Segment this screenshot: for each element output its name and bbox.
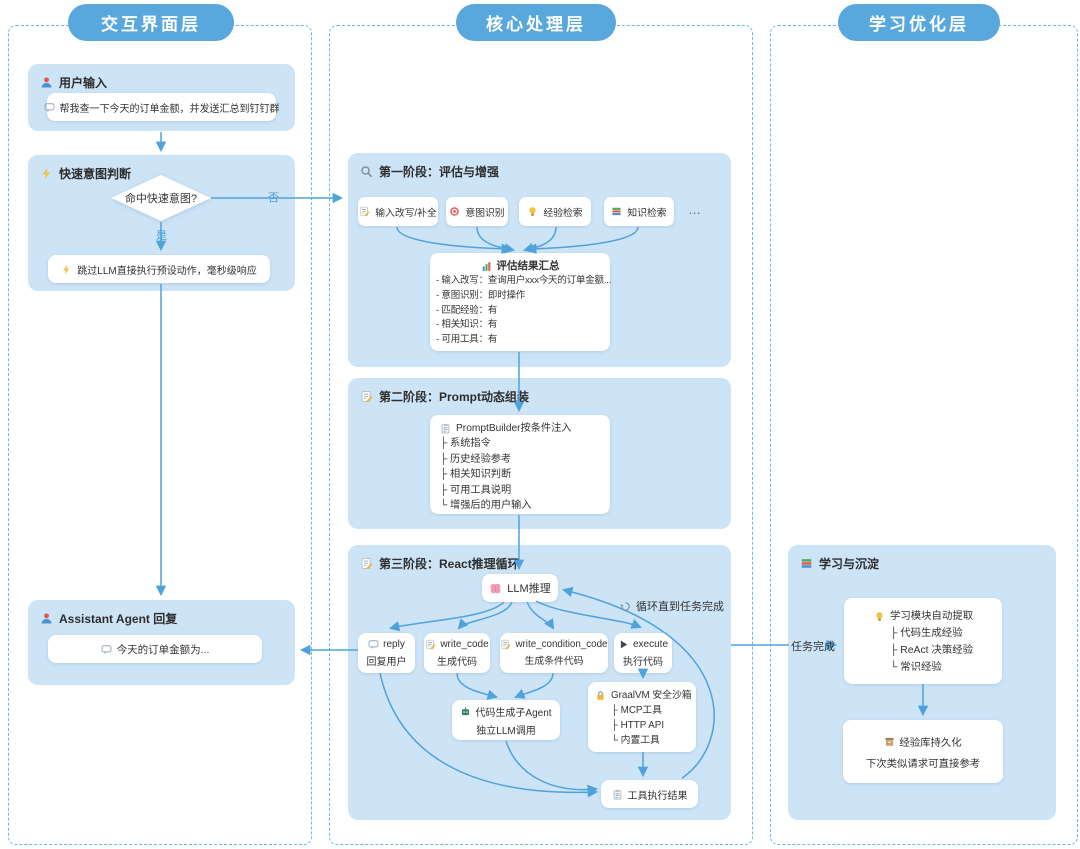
chip-knowledge-retrieval: 知识检索 xyxy=(604,197,674,226)
stage1-title: 第一阶段：评估与增强 xyxy=(360,163,499,180)
sandbox-title: GraalVM 安全沙箱 xyxy=(595,688,692,703)
tool-write-code-box: write_code 生成代码 xyxy=(424,633,490,673)
experience-persist-box: 经验库持久化 下次类似请求可直接参考 xyxy=(843,720,1003,783)
user-message-bubble: 帮我查一下今天的订单金额，并发送汇总到钉钉群 xyxy=(44,93,280,121)
books-icon xyxy=(611,206,622,217)
bulb-icon xyxy=(874,611,885,622)
summary-line: - 输入改写：查询用户xxx今天的订单金额... xyxy=(436,275,612,287)
builder-line: ├ 历史经验参考 xyxy=(440,453,512,465)
tool-result-box: 工具执行结果 xyxy=(601,780,698,808)
pen-icon xyxy=(360,390,373,403)
clipboard-icon xyxy=(612,789,623,800)
magnifier-icon xyxy=(360,165,373,178)
chip-intent-recognition: 意图识别 xyxy=(446,197,508,226)
subagent-line2: 独立LLM调用 xyxy=(476,725,536,737)
interaction-layer-container xyxy=(8,25,312,845)
llm-reasoning-box: LLM推理 xyxy=(482,574,558,602)
learning-extract-box: 学习模块自动提取 ├ 代码生成经验 ├ ReAct 决策经验 └ 常识经验 xyxy=(844,598,1002,684)
pen-icon xyxy=(360,557,373,570)
extract-line: └ 常识经验 xyxy=(890,662,942,673)
summary-line: - 可用工具：有 xyxy=(436,333,498,345)
prompt-builder-box: PromptBuilder按条件注入 ├ 系统指令 ├ 历史经验参考 ├ 相关知… xyxy=(430,415,610,514)
layer-title: 交互界面层 xyxy=(101,15,201,34)
summary-line: - 匹配经验：有 xyxy=(436,304,498,316)
branch-yes-label: 是 xyxy=(156,230,167,242)
chip-experience-retrieval: 经验检索 xyxy=(519,197,591,226)
sandbox-line: ├ HTTP API xyxy=(611,720,665,731)
robot-icon xyxy=(460,706,471,717)
sandbox-line: └ 内置工具 xyxy=(611,735,660,746)
play-icon xyxy=(618,639,629,650)
skip-llm-action-box: 跳过LLM直接执行预设动作，毫秒级响应 xyxy=(48,255,270,283)
more-chips-ellipsis: … xyxy=(688,202,701,217)
tool-reply-box: reply 回复用户 xyxy=(358,633,415,673)
branch-no-label: 否 xyxy=(268,192,279,204)
code-subagent-box: 代码生成子Agent 独立LLM调用 xyxy=(452,700,560,740)
tool-write-condition-code-box: write_condition_code 生成条件代码 xyxy=(500,633,608,673)
tool-desc: 生成条件代码 xyxy=(524,656,584,667)
archive-icon xyxy=(884,736,895,747)
quick-intent-decision: 命中快速意图? xyxy=(111,175,211,221)
task-done-label: 任务完成 xyxy=(791,641,835,653)
assistant-reply-title: Assistant Agent 回复 xyxy=(40,610,177,627)
user-input-title: 用户输入 xyxy=(40,74,107,91)
layer-title: 学习优化层 xyxy=(869,15,969,34)
builder-line: ├ 相关知识判断 xyxy=(440,469,512,481)
graalvm-sandbox-box: GraalVM 安全沙箱 ├ MCP工具 ├ HTTP API └ 内置工具 xyxy=(588,682,696,752)
books-icon xyxy=(800,557,813,570)
memo-icon xyxy=(359,206,370,217)
evaluation-summary-box: 评估结果汇总 - 输入改写：查询用户xxx今天的订单金额... - 意图识别：即… xyxy=(430,253,612,351)
stage2-title: 第二阶段：Prompt动态组装 xyxy=(360,388,529,405)
core-layer-pill: 核心处理层 xyxy=(456,4,616,41)
interaction-layer-pill: 交互界面层 xyxy=(68,4,234,41)
lightning-icon xyxy=(61,264,72,275)
extract-line: ├ 代码生成经验 xyxy=(890,628,963,639)
layer-title: 核心处理层 xyxy=(486,15,586,34)
assistant-message-bubble: 今天的订单金额为... xyxy=(48,635,262,663)
memo-icon xyxy=(425,639,436,650)
lock-icon xyxy=(595,690,606,701)
tool-desc: 回复用户 xyxy=(366,656,407,668)
builder-line: ├ 可用工具说明 xyxy=(440,484,512,496)
builder-line: ├ 系统指令 xyxy=(440,438,491,450)
summary-line: - 相关知识：有 xyxy=(436,319,498,331)
user-icon xyxy=(40,76,53,89)
extract-line: ├ ReAct 决策经验 xyxy=(890,645,973,656)
loop-until-done-label: 循环直到任务完成 xyxy=(620,598,724,614)
stage3-title: 第三阶段：React推理循环 xyxy=(360,555,520,572)
chat-icon xyxy=(101,644,112,655)
tool-execute-box: execute 执行代码 xyxy=(614,633,672,673)
persist-line2: 下次类似请求可直接参考 xyxy=(865,758,981,770)
memo-icon xyxy=(500,639,511,650)
user-icon xyxy=(40,612,53,625)
bulb-icon xyxy=(527,206,538,217)
chat-icon xyxy=(368,639,379,650)
lightning-icon xyxy=(40,167,53,180)
evaluation-summary-title: 评估结果汇总 xyxy=(436,259,604,274)
chart-icon xyxy=(481,261,492,272)
chat-icon xyxy=(44,102,55,113)
summary-line: - 意图识别：即时操作 xyxy=(436,290,526,301)
tool-desc: 生成代码 xyxy=(437,656,477,668)
clipboard-icon xyxy=(440,423,451,434)
builder-line: └ 增强后的用户输入 xyxy=(440,500,532,512)
prompt-builder-title: PromptBuilder按条件注入 xyxy=(440,421,600,436)
chip-input-rewrite: 输入改写/补全 xyxy=(358,197,438,226)
extract-title: 学习模块自动提取 xyxy=(874,608,996,625)
target-icon xyxy=(449,206,460,217)
loop-icon xyxy=(620,601,631,612)
tool-desc: 执行代码 xyxy=(623,656,663,668)
learning-layer-pill: 学习优化层 xyxy=(838,4,1000,41)
learning-section-title: 学习与沉淀 xyxy=(800,555,879,572)
sandbox-line: ├ MCP工具 xyxy=(611,705,663,716)
brain-icon xyxy=(489,582,502,595)
